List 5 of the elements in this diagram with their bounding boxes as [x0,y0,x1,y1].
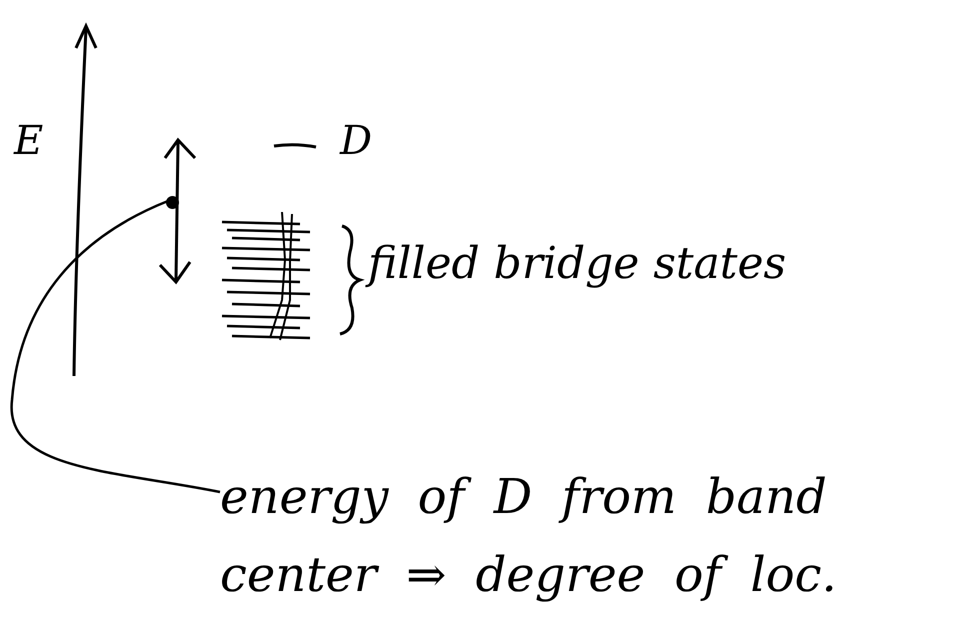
annotation-text: energy of D from band center ⇒ degree of loc. [220,458,960,628]
leader-line [10,200,220,494]
axis-label: E [14,118,44,164]
marker-dot [166,196,179,209]
level-label: D [340,118,372,164]
